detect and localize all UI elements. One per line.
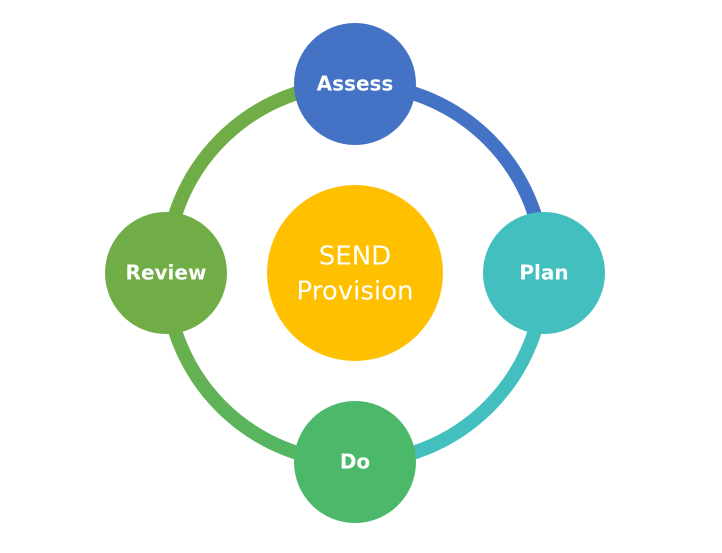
assess-circle: [294, 23, 416, 145]
assess-label: Assess: [317, 72, 394, 96]
review-circle: [105, 212, 227, 334]
review-node: Review: [105, 212, 227, 334]
plan-circle: [483, 212, 605, 334]
do-label: Do: [340, 450, 370, 474]
do-node: Do: [294, 401, 416, 523]
assess-node: Assess: [294, 23, 416, 145]
center-circle: [267, 185, 443, 361]
plan-label: Plan: [519, 261, 568, 285]
center-node: SEND Provision: [267, 185, 443, 361]
plan-node: Plan: [483, 212, 605, 334]
review-label: Review: [126, 261, 207, 285]
do-circle: [294, 401, 416, 523]
center-label-line2: Provision: [296, 277, 413, 307]
center-label-line1: SEND: [319, 242, 391, 272]
